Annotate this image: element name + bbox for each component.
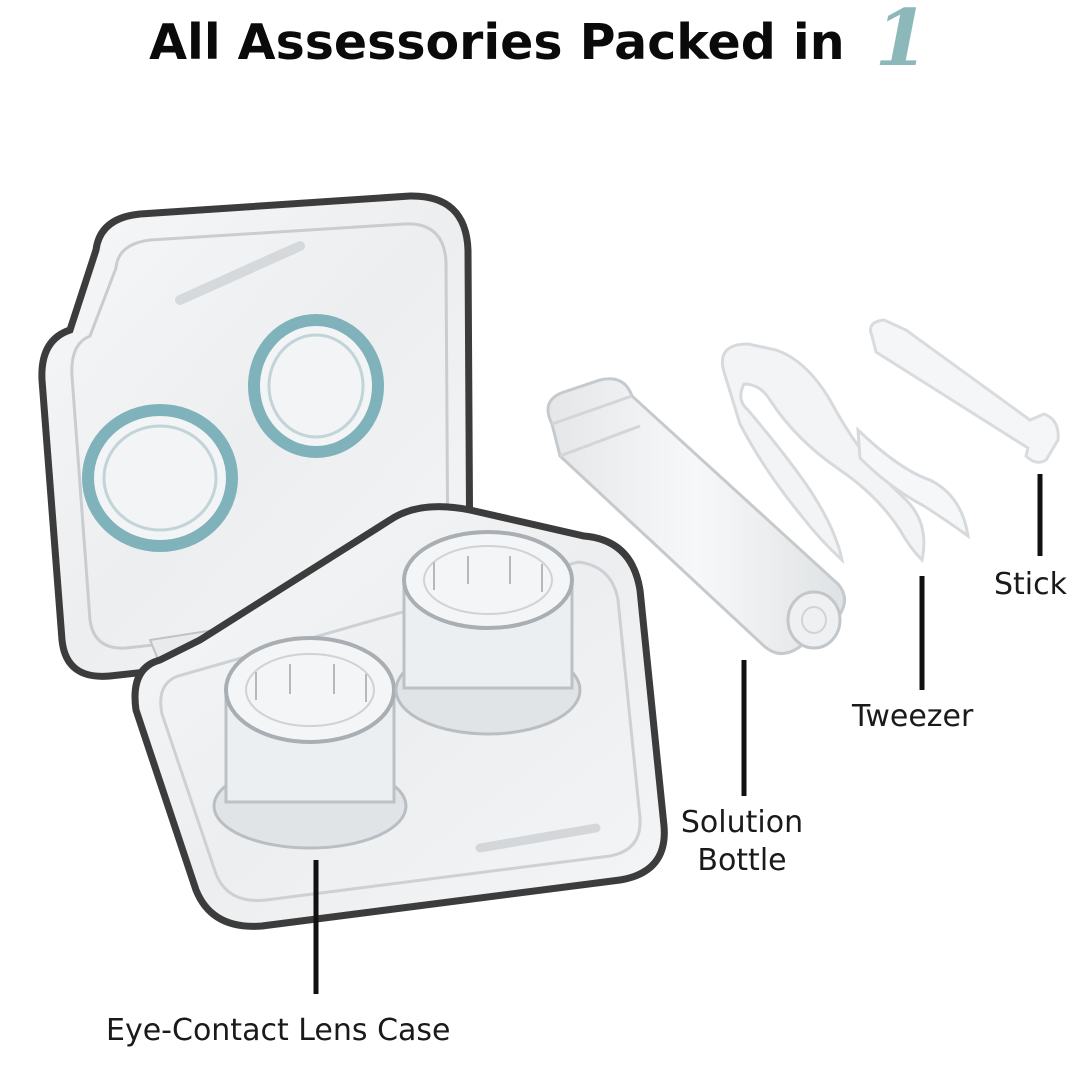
solution-bottle bbox=[546, 377, 846, 655]
label-solution-bottle-line1: Solution bbox=[680, 805, 804, 840]
lid-lens-ring-left bbox=[82, 404, 238, 552]
label-lens-case-text: Eye-Contact Lens Case bbox=[106, 1013, 451, 1048]
label-solution-bottle: Solution Bottle bbox=[662, 804, 822, 880]
lens-well-right bbox=[394, 530, 582, 736]
label-stick: Stick bbox=[994, 566, 1067, 604]
label-lens-case: Eye-Contact Lens Case bbox=[106, 1012, 451, 1050]
label-stick-text: Stick bbox=[994, 567, 1068, 602]
label-tweezer-text: Tweezer bbox=[852, 699, 974, 734]
lid-lens-ring-right bbox=[248, 314, 384, 458]
stick bbox=[869, 318, 1060, 464]
lens-well-left bbox=[212, 636, 408, 850]
label-solution-bottle-line2: Bottle bbox=[697, 843, 787, 878]
tweezer bbox=[721, 342, 971, 565]
label-tweezer: Tweezer bbox=[852, 698, 973, 736]
title-text: All Assessories Packed in bbox=[149, 14, 845, 71]
